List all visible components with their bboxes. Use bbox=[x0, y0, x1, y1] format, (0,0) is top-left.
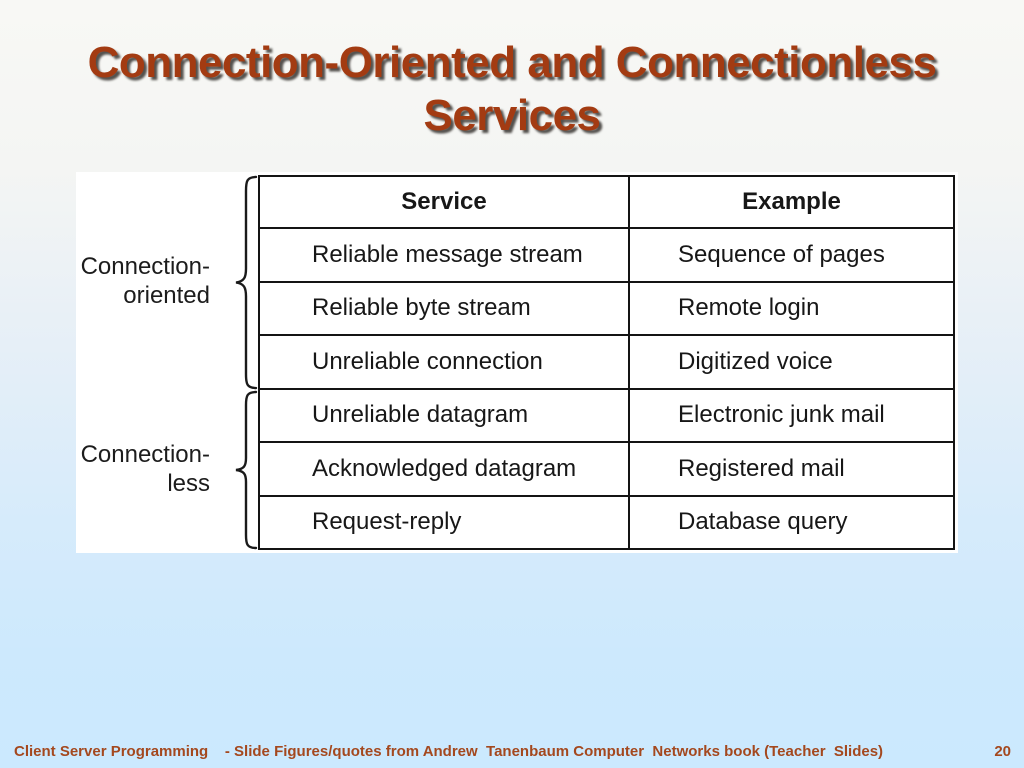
brace-connectionless bbox=[234, 390, 258, 550]
table-row: Reliable byte stream Remote login bbox=[258, 280, 955, 336]
group-label-line: Connection- bbox=[80, 441, 210, 468]
service-cell: Unreliable datagram bbox=[258, 387, 630, 443]
table-row: Acknowledged datagram Registered mail bbox=[258, 441, 955, 497]
page-number: 20 bbox=[994, 743, 1011, 760]
example-cell: Remote login bbox=[628, 280, 955, 336]
example-cell: Electronic junk mail bbox=[628, 387, 955, 443]
service-cell: Reliable message stream bbox=[258, 227, 630, 283]
brace-connection-oriented bbox=[234, 175, 258, 390]
table-row: Unreliable connection Digitized voice bbox=[258, 334, 955, 390]
table-header-row: Service Example bbox=[258, 175, 955, 229]
title-line-2: Services bbox=[423, 91, 601, 140]
group-label-connection-oriented: Connection- oriented bbox=[76, 252, 210, 310]
example-cell: Digitized voice bbox=[628, 334, 955, 390]
title-line-1: Connection-Oriented and Connectionless bbox=[87, 38, 937, 87]
group-label-connectionless: Connection- less bbox=[76, 440, 210, 498]
group-label-line: less bbox=[167, 470, 210, 497]
table-row: Reliable message stream Sequence of page… bbox=[258, 227, 955, 283]
services-table: Service Example Reliable message stream … bbox=[258, 175, 955, 550]
group-label-line: Connection- bbox=[80, 253, 210, 280]
service-cell: Acknowledged datagram bbox=[258, 441, 630, 497]
header-example: Example bbox=[628, 175, 955, 229]
header-service: Service bbox=[258, 175, 630, 229]
table-row: Request-reply Database query bbox=[258, 494, 955, 550]
footer-credit: Client Server Programming - Slide Figure… bbox=[14, 743, 884, 760]
example-cell: Sequence of pages bbox=[628, 227, 955, 283]
service-cell: Reliable byte stream bbox=[258, 280, 630, 336]
slide-title: Connection-Oriented and Connectionless S… bbox=[0, 36, 1024, 142]
service-cell: Unreliable connection bbox=[258, 334, 630, 390]
service-cell: Request-reply bbox=[258, 494, 630, 550]
group-label-line: oriented bbox=[123, 282, 210, 309]
table-row: Unreliable datagram Electronic junk mail bbox=[258, 387, 955, 443]
example-cell: Registered mail bbox=[628, 441, 955, 497]
example-cell: Database query bbox=[628, 494, 955, 550]
